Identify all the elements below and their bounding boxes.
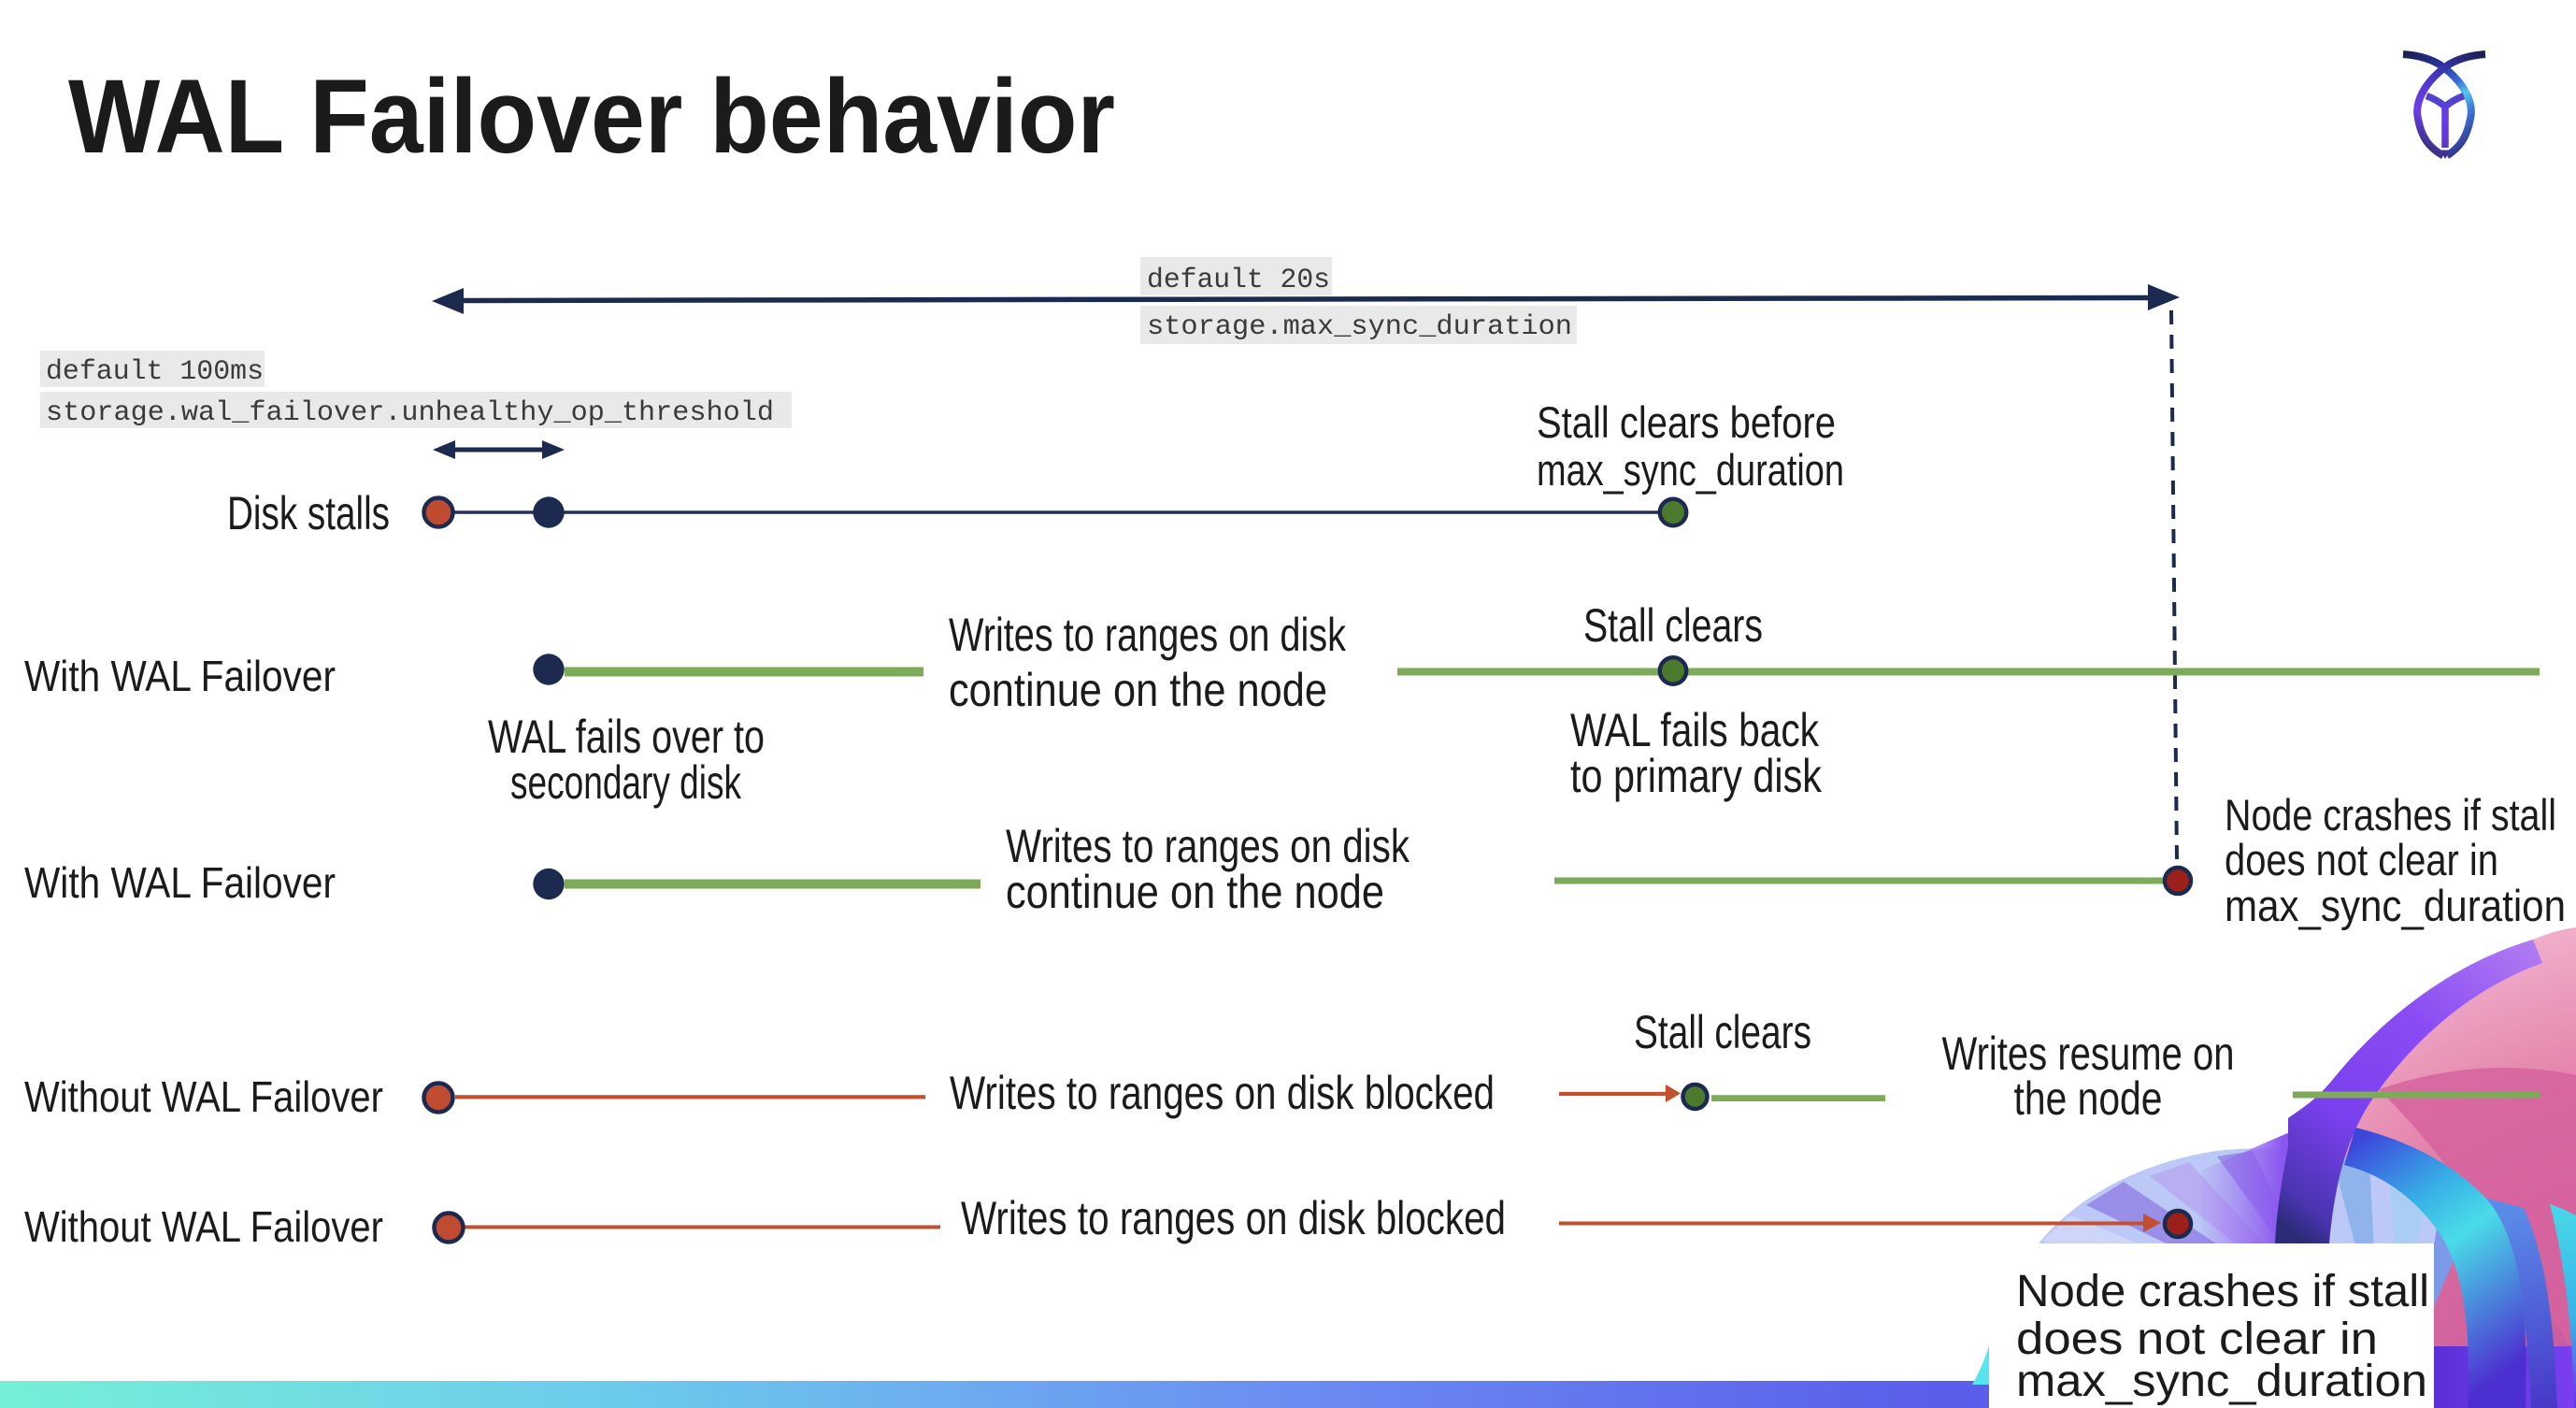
svg-text:storage.wal_failover.unhealthy: storage.wal_failover.unhealthy_op_thresh…: [46, 397, 774, 429]
svg-text:Stall clears before: Stall clears before: [1537, 397, 1836, 447]
svg-text:WAL fails back: WAL fails back: [1570, 704, 1820, 756]
svg-text:Writes to ranges on disk bloc: Writes to ranges on disk blocked: [961, 1192, 1506, 1244]
svg-text:does not clear in: does not clear in: [2225, 835, 2498, 884]
svg-text:WAL Failover behavior: WAL Failover behavior: [68, 58, 1115, 175]
svg-text:the node: the node: [2014, 1072, 2163, 1125]
svg-text:max_sync_duration: max_sync_duration: [2225, 881, 2566, 930]
svg-text:continue on the node: continue on the node: [1006, 866, 1384, 918]
svg-text:Without WAL Failover: Without WAL Failover: [24, 1202, 383, 1251]
svg-text:Node crashes if stall: Node crashes if stall: [2225, 790, 2556, 840]
svg-text:Writes to ranges on disk: Writes to ranges on disk: [1006, 820, 1410, 872]
svg-text:Disk stalls: Disk stalls: [227, 487, 390, 539]
svg-text:Writes to ranges on disk: Writes to ranges on disk: [949, 609, 1347, 661]
svg-text:continue on the node: continue on the node: [949, 664, 1327, 716]
svg-text:WAL fails over to: WAL fails over to: [488, 711, 765, 763]
svg-text:max_sync_duration: max_sync_duration: [1537, 445, 1844, 495]
svg-text:to primary disk: to primary disk: [1570, 750, 1823, 802]
svg-text:Node crashes if stall: Node crashes if stall: [2016, 1267, 2429, 1316]
svg-text:default 100ms: default 100ms: [46, 356, 264, 388]
svg-text:does not clear in: does not clear in: [2016, 1315, 2378, 1364]
svg-text:Stall clears: Stall clears: [1634, 1006, 1811, 1058]
svg-text:With WAL Failover: With WAL Failover: [24, 652, 336, 700]
svg-text:secondary disk: secondary disk: [510, 756, 742, 809]
svg-text:Without WAL Failover: Without WAL Failover: [24, 1072, 383, 1121]
svg-text:Stall clears: Stall clears: [1583, 599, 1763, 652]
svg-text:Writes resume on: Writes resume on: [1942, 1027, 2235, 1080]
svg-text:With WAL Failover: With WAL Failover: [24, 858, 336, 907]
svg-text:max_sync_duration: max_sync_duration: [2016, 1357, 2427, 1406]
svg-text:Writes to ranges on disk bloc: Writes to ranges on disk blocked: [950, 1067, 1495, 1119]
svg-text:default 20s: default 20s: [1147, 265, 1330, 296]
svg-text:storage.max_sync_duration: storage.max_sync_duration: [1147, 311, 1572, 343]
